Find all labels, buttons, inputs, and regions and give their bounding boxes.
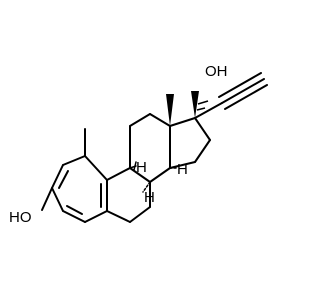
bond-a1 [62, 155, 86, 166]
bond-alkyne-a [221, 78, 265, 104]
wedge-oh-c17 [191, 91, 199, 118]
bond-h9-hash-2 [133, 161, 137, 171]
wedge-methyl-c18 [166, 94, 174, 126]
bond-d4 [169, 161, 196, 169]
bond-h8-hash [142, 181, 151, 193]
bond-ethynyl-1 [194, 102, 223, 119]
bond-a7 [84, 155, 108, 181]
bond-c3 [149, 113, 171, 127]
bond-a-double-1 [58, 170, 69, 189]
bond-d3 [194, 139, 211, 163]
hash-oh-1 [196, 107, 206, 111]
bond-d1 [169, 117, 196, 127]
bond-alkyne-b [218, 72, 262, 98]
bond-a5 [84, 210, 108, 223]
atom-label-h-8: H [144, 189, 155, 206]
bond-b5 [106, 210, 131, 223]
atom-label-h-9: H [136, 159, 147, 176]
bond-a-double-2 [66, 205, 83, 215]
bond-c2 [129, 113, 151, 127]
bond-a4 [62, 210, 86, 223]
bond-alkyne-c [224, 84, 268, 110]
bond-d2 [194, 117, 211, 141]
bond-b4 [129, 206, 151, 223]
atom-label-oh-top: OH [205, 63, 228, 80]
atom-label-ho-phenol: HO [9, 209, 32, 226]
bond-c5 [149, 167, 171, 183]
bond-a3 [51, 187, 64, 212]
atom-label-h-14: H [177, 161, 188, 178]
hash-oh-2 [197, 100, 209, 105]
bond-phenol-o [41, 187, 53, 211]
bond-b1 [106, 167, 131, 181]
structure-canvas: OH H H H HO [9, 63, 268, 226]
molecule-drawing: OH H H H HO [9, 63, 268, 226]
bond-a2 [51, 164, 64, 189]
